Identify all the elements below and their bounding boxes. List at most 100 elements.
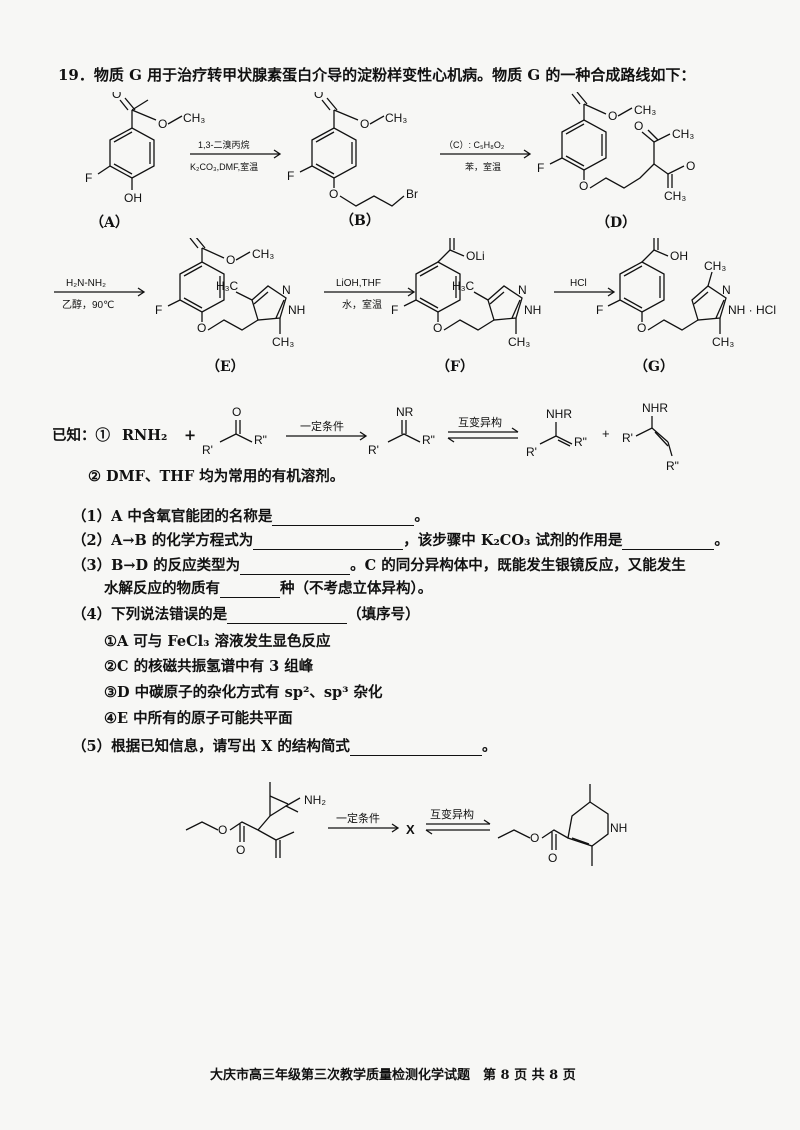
q5-text: （5）根据已知信息，请写出 X 的结构简式 (72, 738, 350, 755)
known-r1: R' (368, 443, 379, 457)
known-plus: + (184, 427, 197, 444)
atom-h3c: H₃C (216, 279, 239, 293)
compound-b-structure: O CH₃ O F O Br (287, 92, 418, 207)
atom-oh: OH (124, 191, 142, 205)
q4-option-2: ②C 的核磁共振氢谱中有 3 组峰 (104, 658, 314, 675)
q2-end: 。 (714, 532, 729, 549)
q2-text-a: （2）A→B 的化学方程式为 (72, 532, 254, 549)
arrow1-bottom-label: K₂CO₃,DMF,室温 (190, 161, 258, 172)
arrow4-top-label: LiOH,THF (336, 278, 381, 289)
atom-nh: NH (288, 303, 305, 317)
q2-row: （2）A→B 的化学方程式为 ，该步骤中 K₂CO₃ 试剂的作用是 。 (72, 532, 729, 550)
atom-oli: OLi (466, 249, 485, 263)
known-r1: R' (622, 431, 633, 445)
q4-option-3: ③D 中碳原子的杂化方式有 sp²、sp³ 杂化 (104, 684, 383, 701)
atom-ch3-top: CH₃ (704, 259, 726, 273)
q3-text-b: 。C 的同分异构体中，既能发生银镜反应，又能发生 (350, 557, 686, 574)
atom-o-ether: O (197, 321, 206, 335)
q4-text: （4）下列说法错误的是 (72, 606, 228, 623)
atom-o-ketone2: O (686, 159, 695, 173)
atom-o: O (226, 253, 235, 267)
q4-row: （4）下列说法错误的是 （填序号） (72, 606, 420, 624)
atom-n: N (282, 283, 291, 297)
arrow2-bottom-label: 苯，室温 (465, 161, 501, 172)
q2-equation-blank[interactable] (253, 535, 404, 550)
arrow3-top-label: H₂N-NH₂ (66, 278, 106, 289)
atom-ch3: CH₃ (385, 111, 407, 125)
known-r2: R" (254, 433, 267, 447)
q2-role-blank[interactable] (622, 535, 715, 550)
known-prefix: 已知：① (52, 427, 110, 444)
q3-text-a: （3）B→D 的反应类型为 (72, 557, 241, 574)
atom-o-ether: O (637, 321, 646, 335)
compound-d-structure: O CH₃ F O CH₃ O O CH₃ (537, 92, 695, 203)
atom-ch3-bottom: CH₃ (508, 335, 530, 349)
atom-o-carbonyl: O (446, 238, 455, 239)
atom-o-ester: O (236, 843, 245, 857)
known-nhr: NHR (546, 407, 572, 421)
q4-option-1: ①A 可与 FeCl₃ 溶液发生显色反应 (104, 633, 331, 650)
atom-o-ether: O (579, 179, 588, 193)
atom-o-carbonyl: O (650, 238, 659, 239)
q3-count-blank[interactable] (220, 583, 280, 598)
arrow5-top-label: HCl (570, 278, 587, 289)
synthesis-scheme-row2: H₂N-NH₂ 乙醇，90℃ O CH₃ F O H₃C N NH CH₃ Li… (54, 238, 776, 349)
atom-o-ester: O (548, 851, 557, 865)
atom-o-carbonyl: O (314, 92, 323, 101)
q2-text-b: ，该步骤中 K₂CO₃ 试剂的作用是 (403, 532, 623, 549)
atom-nh2: NH₂ (304, 793, 326, 807)
atom-o-ketone1: O (634, 119, 643, 133)
atom-o: O (608, 109, 617, 123)
atom-ch3: CH₃ (634, 103, 656, 117)
q4-hint: （填序号） (347, 606, 420, 623)
atom-f: F (391, 303, 398, 317)
q5-row: （5）根据已知信息，请写出 X 的结构简式 。 (72, 738, 496, 756)
atom-f: F (287, 169, 294, 183)
q3-type-blank[interactable] (240, 560, 351, 575)
known-r1: R' (526, 445, 537, 459)
q4-option-4: ④E 中所有的原子可能共平面 (104, 710, 293, 727)
known-r2: R" (666, 459, 679, 473)
question5-scheme: O O NH₂ 一定条件 X 互变异构 O O NH (185, 782, 627, 866)
page-footer: 大庆市高三年级第三次教学质量检测化学试题 第 8 页 共 8 页 (210, 1068, 576, 1083)
atom-o-ether: O (433, 321, 442, 335)
label-a: （A） (90, 215, 129, 231)
atom-ch3: CH₃ (252, 247, 274, 261)
known-r2: R" (422, 433, 435, 447)
reactant-structure: O O NH₂ (185, 782, 326, 858)
atom-o: O (530, 831, 539, 845)
known-reagent: RNH₂ (122, 427, 168, 444)
atom-ch3: CH₃ (672, 127, 694, 141)
q1-row: （1）A 中含氧官能团的名称是。 (72, 508, 429, 526)
atom-nh: NH (610, 821, 627, 835)
q5-blank[interactable] (349, 741, 482, 756)
label-d: （D） (596, 215, 637, 231)
known-plus2: + (602, 426, 610, 441)
atom-o: O (158, 117, 167, 131)
atom-nh-hcl: NH · HCl (728, 303, 776, 317)
atom-o: O (360, 117, 369, 131)
arrow2-top-label: （C）: C₅H₈O₂ (444, 140, 505, 150)
atom-nh: NH (524, 303, 541, 317)
atom-o: O (218, 823, 227, 837)
q1-blank[interactable] (272, 511, 415, 526)
q4-blank[interactable] (227, 609, 348, 624)
atom-oh: OH (670, 249, 688, 263)
atom-n: N (518, 283, 527, 297)
known-note2: ② DMF、THF 均为常用的有机溶剂。 (88, 468, 345, 485)
compound-e-structure: O CH₃ F O H₃C N NH CH₃ (155, 238, 305, 349)
q5-end: 。 (481, 738, 497, 755)
atom-o-ether: O (329, 187, 338, 201)
atom-f: F (537, 161, 544, 175)
q3-text-d: 种（不考虑立体异构）。 (280, 580, 433, 597)
known-nhr2: NHR (642, 401, 668, 415)
atom-n: N (722, 283, 731, 297)
atom-o-carbonyl: O (112, 92, 121, 101)
atom-ch3-bottom: CH₃ (272, 335, 294, 349)
known-tautomer: 互变异构 (458, 415, 502, 429)
atom-h3c: H₃C (452, 279, 475, 293)
product-structure: O O NH (497, 784, 627, 866)
atom-f: F (85, 171, 92, 185)
compound-a-structure: O CH₃ O F OH (85, 92, 205, 205)
known-nr: NR (396, 405, 414, 419)
